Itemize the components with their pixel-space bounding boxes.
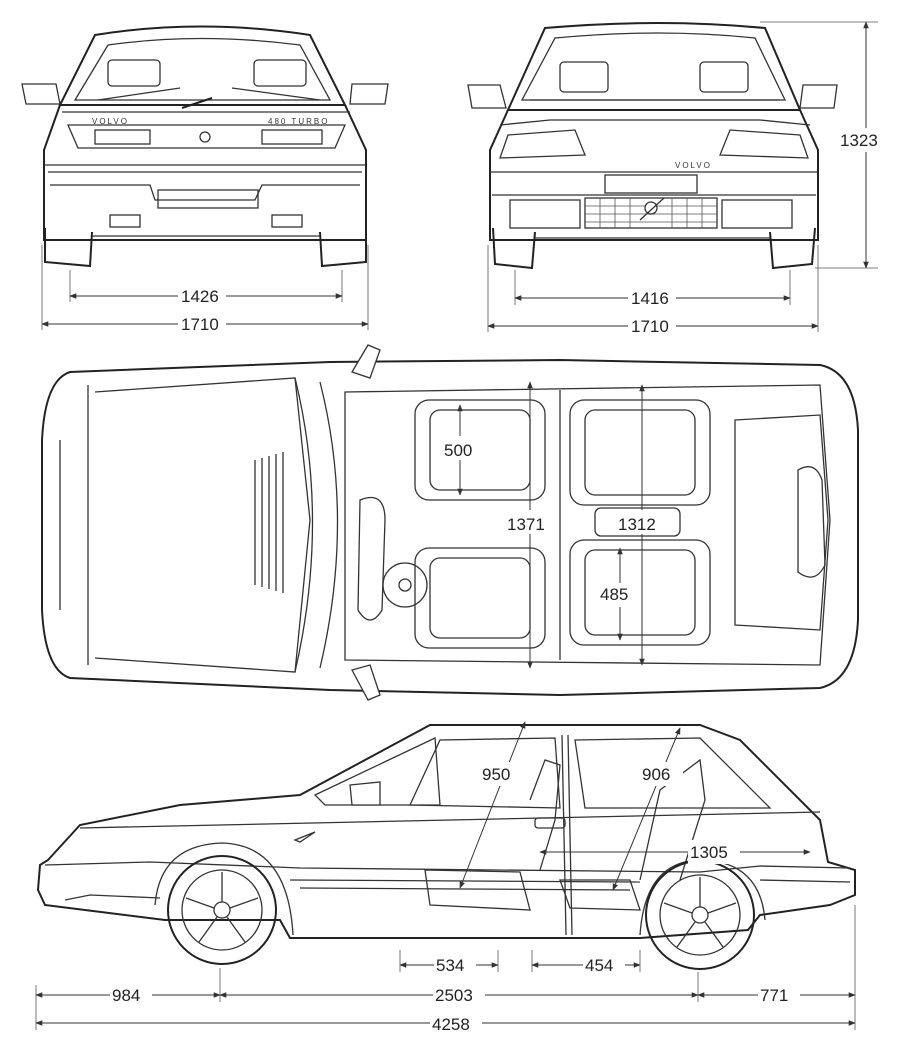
dimension-labels: 1426 1710 1416 1710 1323 534 454 984 250… — [110, 128, 888, 1036]
front-view: VOLVO — [467, 22, 838, 270]
dim-front-track: 1416 — [631, 289, 669, 308]
dim-rear-shoulder: 1312 — [618, 515, 656, 534]
dim-front-headroom: 950 — [482, 765, 510, 784]
front-badge-volvo: VOLVO — [675, 161, 712, 170]
dim-cabin-length: 1305 — [690, 843, 728, 862]
dim-front-seat-width: 500 — [444, 441, 472, 460]
bonnet-vents — [254, 452, 284, 593]
front-wheel — [167, 855, 277, 965]
dim-rear-seat-width: 485 — [600, 585, 628, 604]
dim-wheelbase: 2503 — [435, 986, 473, 1005]
dim-rear-width: 1710 — [181, 315, 219, 334]
dim-front-legroom: 534 — [436, 956, 464, 975]
dimension-lines — [35, 21, 878, 1030]
grille — [584, 197, 718, 229]
top-view: 500 1371 1312 485 — [41, 344, 859, 701]
door-handle — [534, 817, 566, 829]
dim-front-overhang: 984 — [112, 986, 140, 1005]
dim-rear-overhang: 771 — [760, 986, 788, 1005]
dim-rear-legroom: 454 — [585, 956, 613, 975]
dim-rear-headroom: 906 — [642, 765, 670, 784]
rear-view: VOLVO 480 TURBO — [21, 25, 389, 268]
rear-logo-icon — [199, 131, 211, 143]
dim-front-shoulder: 1371 — [507, 515, 545, 534]
rear-badge-volvo: VOLVO — [92, 117, 129, 126]
steering-wheel-icon — [382, 562, 428, 608]
dim-overall-length: 4258 — [432, 1015, 470, 1034]
rear-badge-model: 480 TURBO — [268, 117, 329, 126]
dim-height: 1323 — [840, 131, 878, 150]
dim-rear-track: 1426 — [181, 287, 219, 306]
side-view: 950 906 1305 — [36, 721, 856, 970]
dim-front-width: 1710 — [631, 317, 669, 336]
rear-wheel — [645, 860, 755, 970]
front-logo-icon — [644, 201, 658, 215]
